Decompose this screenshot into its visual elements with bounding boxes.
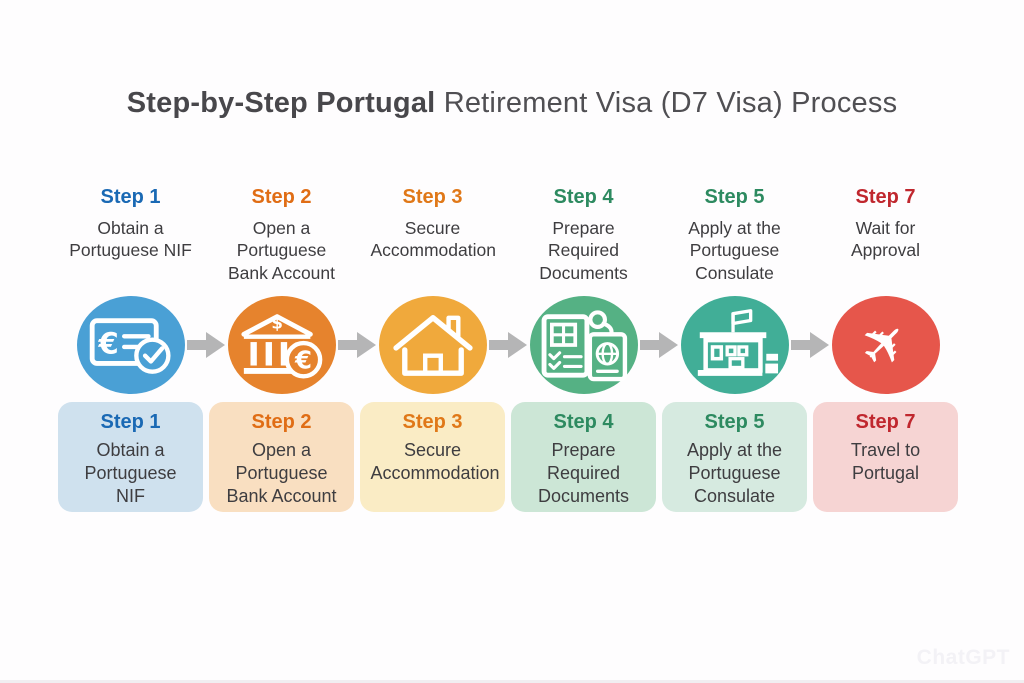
consulate-building-flag-icon	[680, 296, 789, 394]
step-4-top-title: Step 4	[553, 186, 614, 208]
icons-row: € $	[58, 296, 958, 394]
step-2-card-title: Step 2	[251, 411, 312, 433]
step-4-top-label: Step 4 Prepare Required Documents	[511, 186, 656, 284]
house-icon	[378, 296, 487, 394]
step-5-card-title: Step 5	[704, 411, 765, 433]
step-7-top-title: Step 7	[855, 186, 916, 208]
svg-text:€: €	[97, 327, 118, 361]
bottom-edge-strip	[0, 680, 1024, 683]
documents-graphic	[541, 310, 627, 382]
page-title-regular: Retirement Visa (D7 Visa) Process	[435, 87, 898, 119]
step-3-card-title: Step 3	[402, 411, 463, 433]
step-4-icon-cell	[511, 296, 678, 394]
step-7-top-label: Step 7 Wait for Approval	[813, 186, 958, 284]
step-3-icon-cell	[360, 296, 527, 394]
step-2-top-title: Step 2	[251, 186, 312, 208]
top-labels-row: Step 1 Obtain a Portuguese NIF Step 2 Op…	[58, 186, 958, 284]
page-title: Step-by-Step Portugal Retirement Visa (D…	[0, 87, 1024, 120]
step-1-top-title: Step 1	[100, 186, 161, 208]
page-title-bold: Step-by-Step Portugal	[126, 87, 436, 119]
step-7-card-title: Step 7	[855, 411, 916, 433]
step-4-card-description: Prepare Required Documents	[537, 440, 630, 507]
step-4-top-description: Prepare Required Documents	[539, 218, 628, 283]
arrow-right-icon	[791, 332, 829, 358]
bank-euro-coin-icon: $ €	[227, 296, 336, 394]
step-3-top-description: Secure Accommodation	[370, 218, 496, 261]
step-7-card-description: Travel to Portugal	[850, 440, 921, 484]
house-graphic	[392, 315, 473, 376]
step-1-card-description: Obtain a Portuguese NIF	[84, 440, 177, 507]
airplane-icon: ✈	[831, 296, 940, 394]
cards-row: Step 1 Obtain a Portuguese NIF Step 2 Op…	[58, 402, 958, 512]
step-2-card: Step 2 Open a Portuguese Bank Account	[209, 402, 354, 512]
nif-card-euro-check-icon: €	[76, 296, 185, 394]
arrow-right-icon	[640, 332, 678, 358]
step-2-card-description: Open a Portuguese Bank Account	[226, 440, 337, 507]
arrow-right-icon	[489, 332, 527, 358]
step-5-top-title: Step 5	[704, 186, 765, 208]
step-7-top-description: Wait for Approval	[850, 218, 921, 261]
step-5-card: Step 5 Apply at the Portuguese Consulate	[662, 402, 807, 512]
step-3-card: Step 3 Secure Accommodation	[360, 402, 505, 512]
nif-card-graphic: €	[89, 318, 171, 374]
step-3-top-label: Step 3 Secure Accommodation	[360, 186, 505, 284]
step-2-top-label: Step 2 Open a Portuguese Bank Account	[209, 186, 354, 284]
step-1-card: Step 1 Obtain a Portuguese NIF	[58, 402, 203, 512]
step-7-card: Step 7 Travel to Portugal	[813, 402, 958, 512]
step-1-top-description: Obtain a Portuguese NIF	[69, 218, 192, 261]
step-3-card-description: Secure Accommodation	[370, 440, 500, 484]
step-2-top-description: Open a Portuguese Bank Account	[227, 218, 336, 283]
chatgpt-watermark: ChatGPT	[916, 646, 1010, 669]
step-5-top-label: Step 5 Apply at the Portuguese Consulate	[662, 186, 807, 284]
svg-text:$: $	[271, 313, 283, 332]
documents-passport-icon	[529, 296, 638, 394]
step-4-card-title: Step 4	[553, 411, 614, 433]
arrow-right-icon	[187, 332, 225, 358]
step-1-card-title: Step 1	[100, 411, 161, 433]
step-2-icon-cell: $ €	[209, 296, 376, 394]
bank-graphic: $ €	[240, 313, 322, 379]
step-1-icon-cell: €	[58, 296, 225, 394]
step-1-top-label: Step 1 Obtain a Portuguese NIF	[58, 186, 203, 284]
arrow-right-icon	[338, 332, 376, 358]
svg-text:€: €	[294, 345, 312, 374]
step-5-icon-cell	[662, 296, 829, 394]
step-5-top-description: Apply at the Portuguese Consulate	[688, 218, 781, 283]
step-7-icon-cell: ✈	[813, 296, 958, 394]
step-3-top-title: Step 3	[402, 186, 463, 208]
consulate-graphic	[697, 309, 778, 376]
airplane-glyph: ✈	[845, 305, 925, 385]
step-4-card: Step 4 Prepare Required Documents	[511, 402, 656, 512]
step-5-card-description: Apply at the Portuguese Consulate	[686, 440, 783, 507]
